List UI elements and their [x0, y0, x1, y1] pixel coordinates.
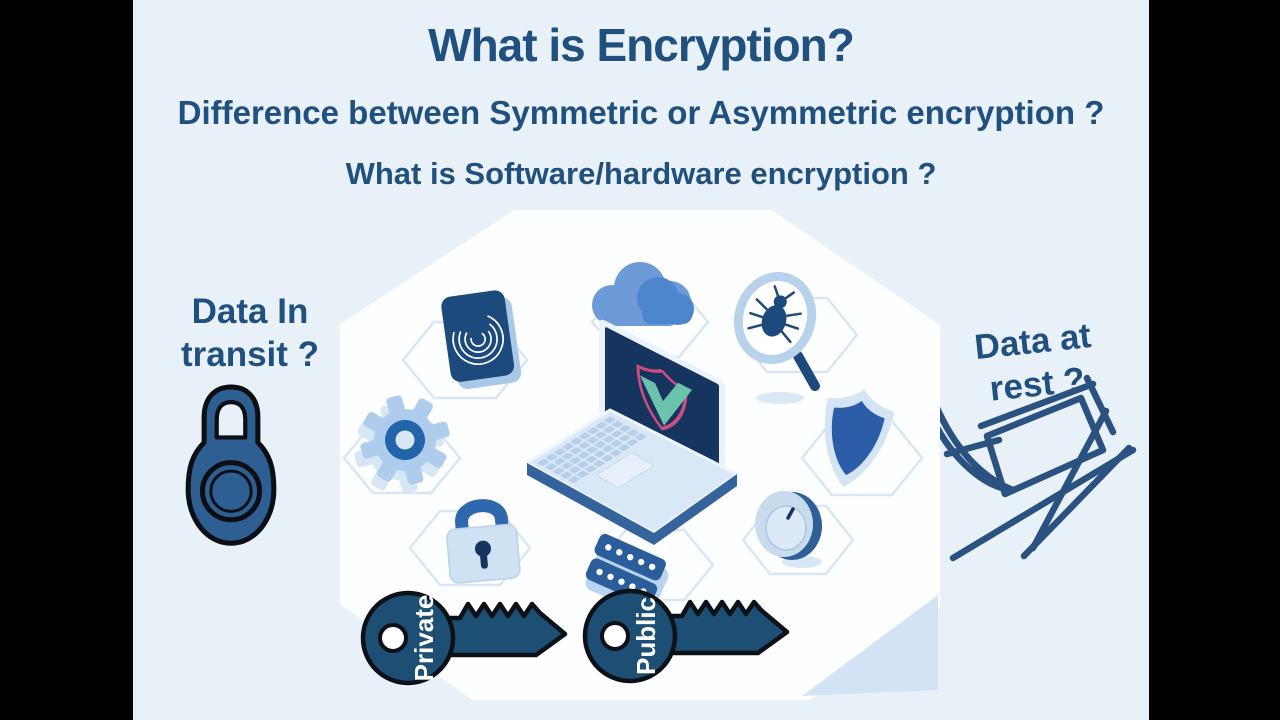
deck-chair-icon	[913, 336, 1137, 562]
bug-icon	[747, 285, 802, 344]
public-key-icon: Public	[582, 588, 790, 684]
chair-seat-frame	[983, 394, 1107, 498]
data-in-transit-line2: transit ?	[180, 335, 320, 374]
chair-leg-1	[1029, 407, 1110, 552]
screen-checkmark	[640, 375, 692, 426]
encryption-illustration: Private Public	[340, 210, 940, 700]
laptop-base-rim	[527, 463, 737, 545]
shield-icon	[824, 389, 895, 487]
bug-magnifier-icon	[733, 272, 820, 404]
private-key-icon: Private	[360, 590, 568, 686]
subtitle-symmetric-asymmetric: Difference between Symmetric or Asymmetr…	[177, 94, 1105, 131]
chair-left-bar	[943, 436, 1003, 458]
panel-corner-shade	[802, 595, 938, 696]
public-key-label: Public	[631, 597, 661, 675]
dial-icon	[755, 491, 822, 568]
data-in-transit-label: Data In transit ?	[155, 290, 345, 376]
padlock-icon	[446, 499, 521, 584]
cloud-icon	[592, 262, 694, 326]
gear-icon	[354, 395, 450, 494]
fingerprint-icon	[441, 290, 522, 389]
subtitle-software-hardware: What is Software/hardware encryption ?	[345, 156, 937, 191]
laptop-trackpad	[596, 453, 654, 488]
laptop-screen	[599, 319, 725, 478]
slide-background: What is Encryption? Difference between S…	[133, 0, 1149, 720]
laptop-keyboard	[537, 416, 654, 488]
laptop-icon	[525, 319, 739, 545]
chair-top-rail	[977, 380, 1097, 430]
page-title: What is Encryption?	[428, 19, 855, 71]
chair-right-post	[1083, 374, 1117, 436]
data-in-transit-line1: Data In	[191, 292, 309, 331]
private-key-label: Private	[409, 595, 439, 682]
transit-padlock-icon	[185, 384, 277, 546]
chair-bottom-rail	[949, 446, 1137, 562]
